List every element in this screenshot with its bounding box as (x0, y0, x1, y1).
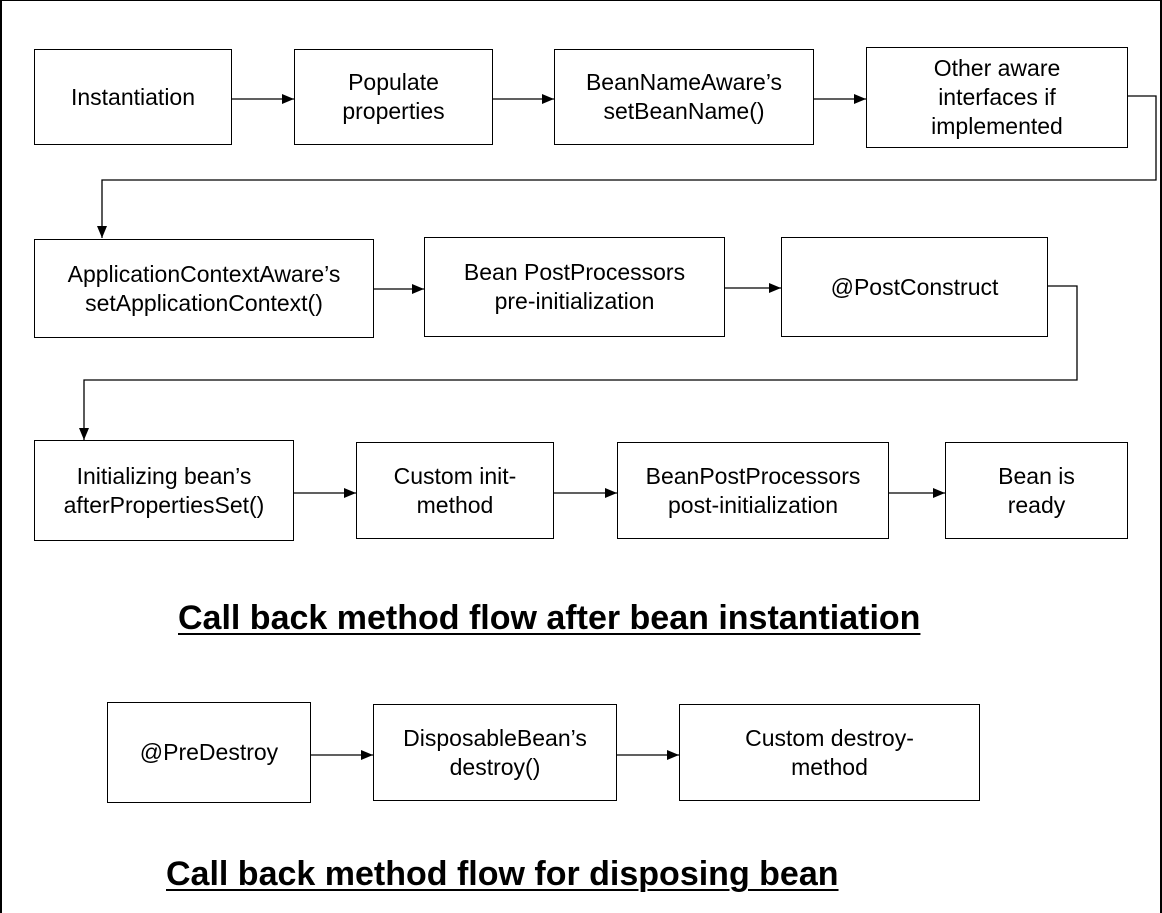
step-applicationcontextaware: ApplicationContextAware’s setApplication… (34, 239, 374, 338)
step-beannameaware-setbeanname: BeanNameAware’s setBeanName() (554, 49, 814, 145)
step-custom-init-method: Custom init- method (356, 442, 554, 539)
step-other-aware-interfaces: Other aware interfaces if implemented (866, 47, 1128, 148)
step-beanpostprocessors-pre-init: Bean PostProcessors pre-initialization (424, 237, 725, 337)
step-beanpostprocessors-post-init: BeanPostProcessors post-initialization (617, 442, 889, 539)
disposal-flow-caption: Call back method flow for disposing bean (166, 855, 839, 893)
step-bean-is-ready: Bean is ready (945, 442, 1128, 539)
step-instantiation: Instantiation (34, 49, 232, 145)
step-populate-properties: Populate properties (294, 49, 493, 145)
step-predestroy: @PreDestroy (107, 702, 311, 803)
instantiation-flow-caption: Call back method flow after bean instant… (178, 599, 921, 637)
step-disposablebean-destroy: DisposableBean’s destroy() (373, 704, 617, 801)
step-afterpropertiesset: Initializing bean’s afterPropertiesSet() (34, 440, 294, 541)
step-postconstruct: @PostConstruct (781, 237, 1048, 337)
arrow-postconstruct-to-afterpropertiesset (79, 285, 1078, 440)
step-custom-destroy-method: Custom destroy- method (679, 704, 980, 801)
arrow-other-aware-to-applicationcontextaware (97, 95, 1157, 238)
